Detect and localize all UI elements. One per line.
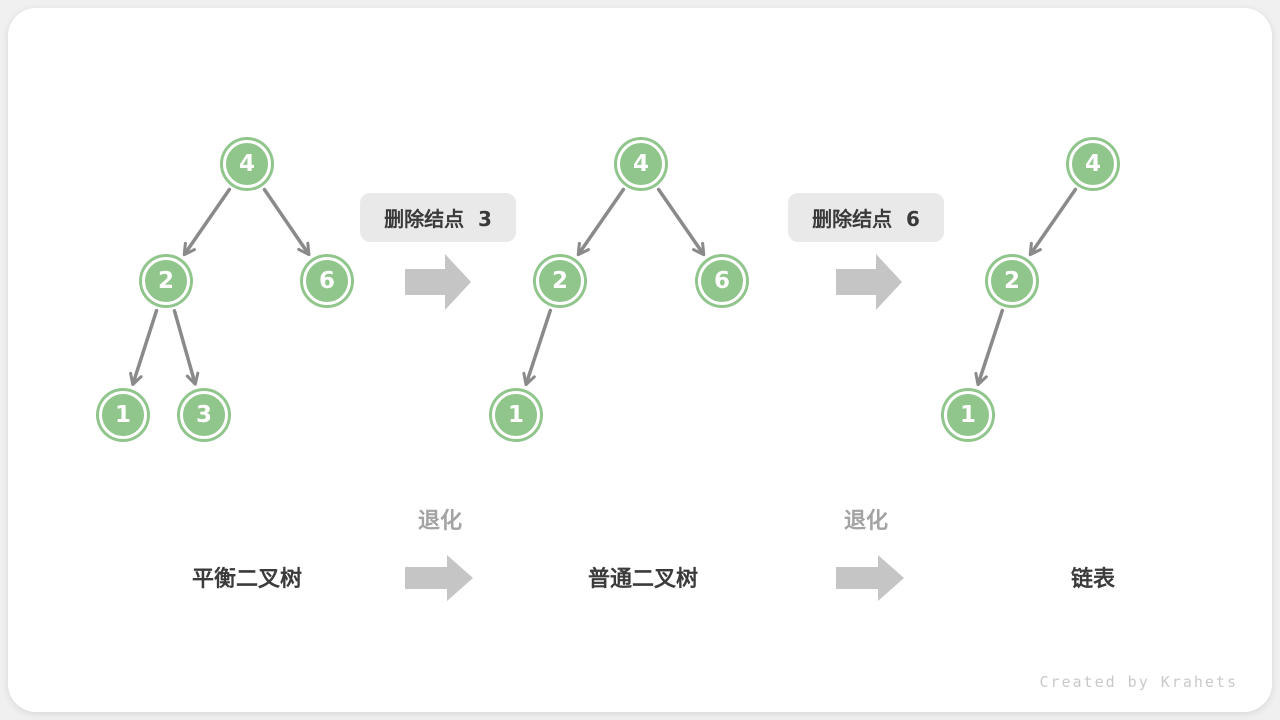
tree-node: 6 — [698, 257, 746, 305]
degenerate-label: 退化 — [417, 509, 463, 534]
tree-node: 1 — [492, 391, 540, 439]
tree-node: 2 — [536, 257, 584, 305]
tree-node: 2 — [142, 257, 190, 305]
tree-node: 3 — [180, 391, 228, 439]
block-arrow-right-icon — [836, 555, 904, 601]
tree-node: 4 — [223, 140, 271, 188]
delete-node-6-label: 删除结点 6 — [788, 193, 944, 242]
watermark: Created by Krahets — [1039, 673, 1238, 691]
stage-label-ordinary-binary-tree: 普通二叉树 — [587, 567, 699, 592]
tree-node: 2 — [988, 257, 1036, 305]
block-arrow-right-icon — [836, 254, 902, 310]
tree-node: 6 — [303, 257, 351, 305]
diagram-canvas — [8, 8, 1272, 712]
block-arrow-right-icon — [405, 254, 471, 310]
tree-node: 4 — [617, 140, 665, 188]
delete-node-3-label: 删除结点 3 — [360, 193, 516, 242]
tree-node: 4 — [1069, 140, 1117, 188]
tree-node: 1 — [99, 391, 147, 439]
block-arrow-right-icon — [405, 555, 473, 601]
tree-node: 1 — [944, 391, 992, 439]
degenerate-label: 退化 — [843, 509, 889, 534]
stage-label-linked-list: 链表 — [1070, 567, 1116, 592]
stage-label-balanced-binary-tree: 平衡二叉树 — [191, 567, 303, 592]
